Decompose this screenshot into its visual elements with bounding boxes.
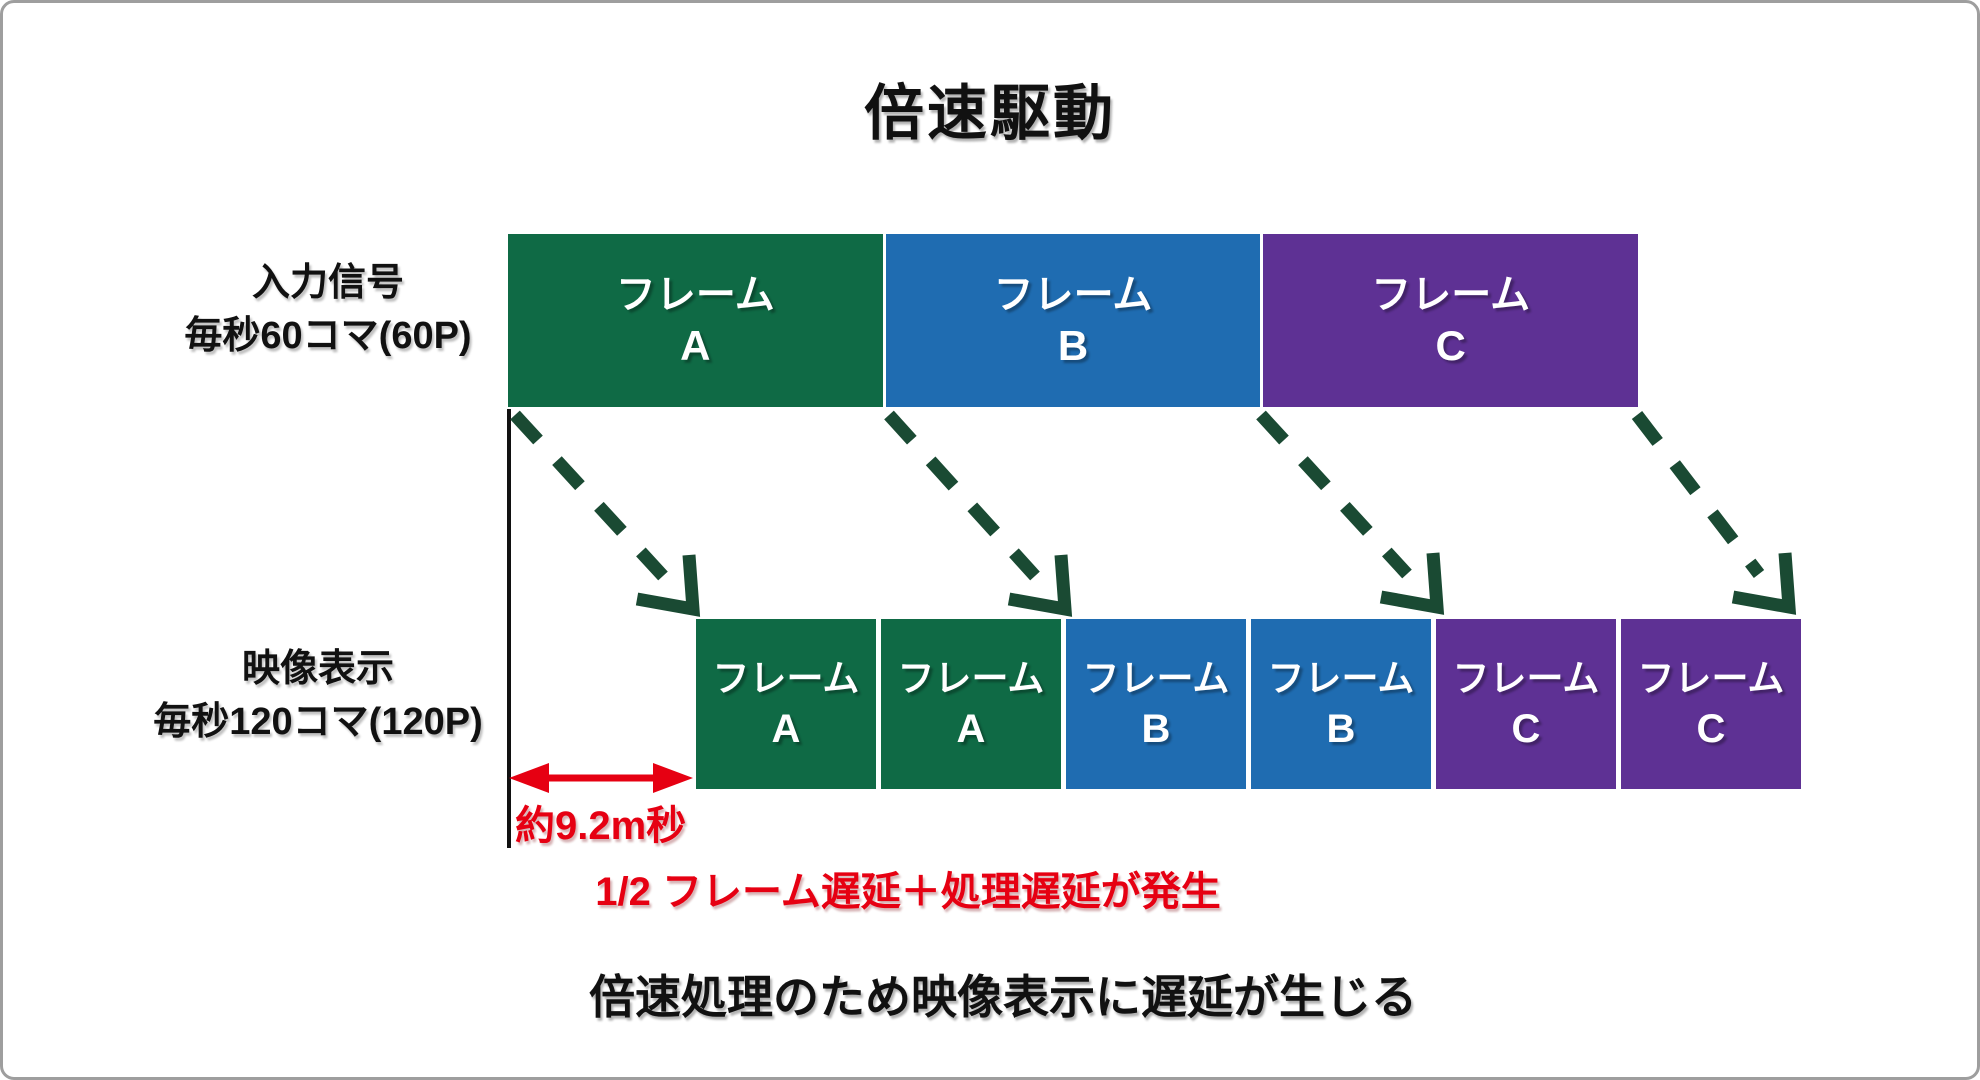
input-signal-label: 入力信号 毎秒60コマ(60P)	[113, 257, 543, 363]
output-frame-b2: フレーム B	[1251, 619, 1431, 789]
frame-letter: B	[1326, 706, 1356, 751]
diagram-title: 倍速駆動	[864, 80, 1116, 147]
map-arrow-3	[1256, 410, 1445, 615]
delay-measure-arrow	[509, 763, 693, 793]
output-frame-c2: フレーム C	[1621, 619, 1801, 789]
input-frame-b: フレーム B	[885, 234, 1261, 407]
frame-letter: C	[1435, 321, 1466, 369]
frame-word: フレーム	[615, 272, 775, 317]
frame-letter: B	[1057, 321, 1089, 369]
frame-letter: C	[1696, 706, 1726, 751]
bottom-caption: 倍速処理のため映像表示に遅延が生じる	[589, 971, 1417, 1023]
output-frame-b1: フレーム B	[1066, 619, 1246, 789]
input-frame-a: フレーム A	[508, 234, 883, 407]
output-frame-a1: フレーム A	[696, 619, 876, 789]
frame-word: フレーム	[993, 272, 1153, 317]
frame-letter: C	[1511, 706, 1541, 751]
frame-letter: A	[680, 321, 711, 369]
delay-arrowhead-left	[509, 763, 549, 793]
annotation-overlay	[507, 409, 1797, 848]
output-display-label-line1: 映像表示	[241, 648, 394, 690]
frame-word: フレーム	[1371, 272, 1531, 317]
output-frame-row: フレーム A フレーム A フレーム B フレーム B フレーム C フレーム …	[696, 619, 1801, 789]
frame-word: フレーム	[897, 657, 1045, 699]
input-frame-c: フレーム C	[1263, 234, 1639, 407]
frame-word: フレーム	[1267, 657, 1415, 699]
frame-word: フレーム	[712, 657, 860, 699]
frame-letter: A	[956, 706, 986, 751]
output-display-label: 映像表示 毎秒120コマ(120P)	[98, 643, 538, 749]
input-signal-label-line2: 毎秒60コマ(60P)	[184, 315, 472, 357]
frame-word: フレーム	[1082, 657, 1230, 699]
map-arrow-4	[1631, 411, 1797, 615]
output-frame-a2: フレーム A	[881, 619, 1061, 789]
input-signal-label-line1: 入力信号	[251, 262, 404, 304]
frame-word: フレーム	[1452, 657, 1600, 699]
map-arrow-2	[884, 410, 1073, 617]
frame-letter: B	[1141, 706, 1171, 751]
frame-word: フレーム	[1637, 657, 1785, 699]
input-frame-row: フレーム A フレーム B フレーム C	[508, 234, 1639, 407]
frame-letter: A	[771, 706, 801, 751]
delay-arrowhead-right	[653, 763, 693, 793]
frame-map-arrows	[510, 410, 1797, 617]
output-display-label-line2: 毎秒120コマ(120P)	[153, 701, 483, 743]
output-frame-c1: フレーム C	[1436, 619, 1616, 789]
delay-measure-label: 約9.2m秒	[515, 804, 687, 848]
delay-note: 1/2 フレーム遅延＋処理遅延が発生	[595, 870, 1221, 914]
map-arrow-1	[510, 410, 701, 617]
